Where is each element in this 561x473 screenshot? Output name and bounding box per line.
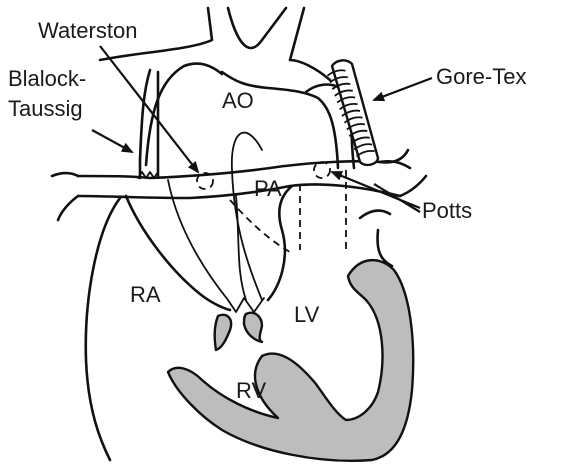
graft-ring — [353, 143, 373, 151]
potts-anastomosis — [313, 161, 331, 179]
blalock-taussig-arrow — [91, 129, 134, 153]
waterston-arrow — [99, 45, 200, 174]
blalock-taussig-label-line2: Taussig — [8, 96, 83, 121]
tricuspid-leaflet — [213, 313, 233, 352]
myocardium — [166, 259, 415, 462]
graft-ring — [343, 116, 363, 124]
graft-ring — [326, 69, 346, 77]
waterston-label: Waterston — [38, 18, 137, 43]
right-atrium-label: RA — [130, 282, 161, 307]
gore-tex-graft — [326, 59, 380, 167]
gore-tex-arrow — [372, 76, 433, 102]
graft-ring — [329, 76, 349, 84]
right-atrium-outline — [84, 194, 394, 462]
graft-ring — [348, 129, 368, 137]
graft-ring — [331, 82, 351, 90]
left-ventricle-label: LV — [294, 302, 320, 327]
mitral-leaflet — [242, 311, 264, 344]
right-ventricle-label: RV — [236, 378, 266, 403]
potts-arrow-1 — [330, 170, 421, 210]
graft-ring — [341, 109, 361, 117]
gore-tex-label: Gore-Tex — [436, 64, 526, 89]
pulmonary-artery-label: PA — [254, 176, 282, 201]
graft-ring — [334, 89, 353, 97]
graft-ring — [346, 123, 366, 131]
pointer-arrows — [91, 45, 433, 213]
graft-ring — [336, 96, 356, 104]
outflow-tracts — [167, 131, 347, 313]
ventricular-wall — [166, 259, 415, 462]
potts-label: Potts — [422, 198, 472, 223]
graft-ring — [339, 102, 358, 111]
potts-arrow-2 — [373, 183, 421, 213]
graft-ring — [356, 149, 375, 158]
aorta-label: AO — [222, 88, 254, 113]
waterston-anastomosis — [196, 172, 214, 190]
anastomosis-sites — [196, 161, 331, 190]
blalock-taussig-label-line1: Blalock- — [8, 66, 86, 91]
graft-ring — [351, 136, 370, 144]
